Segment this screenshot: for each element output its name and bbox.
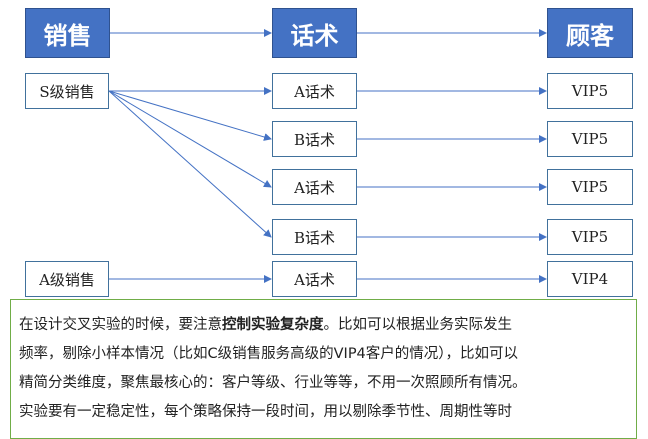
note-line-3: 精简分类维度，聚焦最核心的：客户等级、行业等等，不用一次照顾所有情况。: [19, 375, 527, 391]
script-box-3: A话术: [272, 169, 357, 205]
customer-box-2: VIP5: [547, 121, 633, 157]
header-customer: 顾客: [547, 8, 633, 58]
customer-box-3: VIP5: [547, 169, 633, 205]
note-line-1-start: 在设计交叉实验的时候，要注意: [19, 317, 222, 333]
script-box-5: A话术: [272, 261, 357, 297]
sales-box-s: S级销售: [25, 73, 109, 109]
note-line-1-emphasis: 控制实验复杂度: [222, 317, 324, 333]
note-line-1: 在设计交叉实验的时候，要注意控制实验复杂度。比如可以根据业务实际发生: [19, 311, 628, 340]
header-script: 话术: [272, 8, 357, 58]
arrow-s-to-script-2: [108, 90, 272, 141]
customer-box-5: VIP4: [547, 261, 633, 297]
sales-box-a: A级销售: [25, 261, 109, 297]
script-box-2: B话术: [272, 121, 357, 157]
customer-box-1: VIP5: [547, 73, 633, 109]
note-box: 在设计交叉实验的时候，要注意控制实验复杂度。比如可以根据业务实际发生 频率，剔除…: [10, 299, 637, 439]
arrow-s-to-script-4: [108, 90, 272, 238]
script-box-1: A话术: [272, 73, 357, 109]
arrow-s-to-script-3: [108, 90, 272, 188]
note-line-1-end: 。比如可以根据业务实际发生: [323, 317, 513, 333]
note-line-4: 实验要有一定稳定性，每个策略保持一段时间，用以剔除季节性、周期性等时: [19, 404, 512, 420]
header-sales: 销售: [25, 8, 110, 58]
script-box-4: B话术: [272, 219, 357, 255]
note-line-2: 频率，剔除小样本情况（比如C级销售服务高级的VIP4客户的情况），比如可以: [19, 346, 519, 362]
customer-box-4: VIP5: [547, 219, 633, 255]
